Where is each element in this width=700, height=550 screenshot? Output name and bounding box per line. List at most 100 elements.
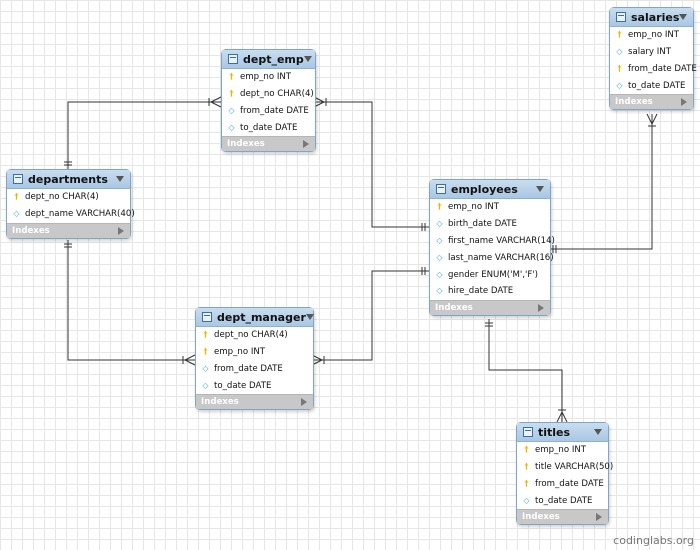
indexes-label: Indexes xyxy=(12,225,50,236)
expand-arrow-icon[interactable] xyxy=(301,398,307,407)
column-label: from_date DATE xyxy=(214,363,283,374)
column-row[interactable]: †from_date DATE xyxy=(610,61,697,78)
table-icon xyxy=(13,174,23,184)
column-label: first_name VARCHAR(14) xyxy=(448,235,555,246)
column-row[interactable]: ◇ from_date DATE xyxy=(196,361,313,378)
column-row[interactable]: ◇salary INT xyxy=(610,44,693,61)
relationship-employees-salaries[interactable] xyxy=(549,113,658,253)
attribute-icon: ◇ xyxy=(616,80,623,90)
column-label: dept_no CHAR(4) xyxy=(240,89,314,100)
attribute-icon: ◇ xyxy=(436,252,443,262)
column-row[interactable]: ◇ gender ENUM('M','F') xyxy=(430,266,550,283)
column-row[interactable]: †from_date DATE xyxy=(517,476,608,493)
table-name: dept_manager xyxy=(217,310,306,324)
collapse-toggle-icon[interactable] xyxy=(594,429,602,435)
column-row[interactable]: ◇ from_date DATE xyxy=(222,103,315,120)
collapse-toggle-icon[interactable] xyxy=(303,56,312,62)
table-name: salaries xyxy=(631,10,680,24)
column-label: from_date DATE xyxy=(240,105,309,116)
column-row[interactable]: †emp_no INT xyxy=(196,344,313,361)
column-row[interactable]: ◇birth_date DATE xyxy=(430,216,550,233)
table-departments[interactable]: departments †dept_no CHAR(4) ◇ dept_name VA… xyxy=(6,169,135,239)
indexes-section[interactable]: Indexes xyxy=(7,222,130,238)
table-name: dept_emp xyxy=(243,52,304,66)
collapse-toggle-icon[interactable] xyxy=(679,14,688,20)
column-label: emp_no INT xyxy=(240,72,292,83)
collapse-toggle-icon[interactable] xyxy=(116,176,124,182)
column-row[interactable]: ◇ to_date DATE xyxy=(610,77,693,94)
table-header[interactable]: dept_manager xyxy=(196,308,314,327)
column-row[interactable]: ◇ last_name VARCHAR(16) xyxy=(430,249,553,266)
column-row[interactable]: ◇first_name VARCHAR(14) xyxy=(430,233,554,250)
table-header[interactable]: salaries xyxy=(610,8,693,27)
collapse-toggle-icon[interactable] xyxy=(536,186,544,192)
relationship-employees-dept-manager[interactable] xyxy=(311,267,429,366)
column-label: emp_no INT xyxy=(628,30,680,41)
column-label: to_date DATE xyxy=(628,80,686,91)
collapse-toggle-icon[interactable] xyxy=(305,314,314,320)
column-row[interactable]: ◇ dept_name VARCHAR(40) xyxy=(7,206,134,223)
column-label: dept_no CHAR(4) xyxy=(214,330,288,341)
attribute-icon: ◇ xyxy=(13,209,20,219)
column-row[interactable]: †dept_no CHAR(4) xyxy=(7,189,130,206)
expand-arrow-icon[interactable] xyxy=(596,513,602,522)
relationship-departments-dept-emp[interactable] xyxy=(64,96,222,169)
column-label: to_date DATE xyxy=(535,495,593,506)
table-employees[interactable]: employees†emp_no INT◇birth_date DATE◇fir… xyxy=(429,179,555,316)
table-name: departments xyxy=(28,172,108,186)
column-row[interactable]: †dept_no CHAR(4) xyxy=(222,86,315,103)
table-name: titles xyxy=(538,425,571,439)
column-row[interactable]: † title VARCHAR(50) xyxy=(517,459,614,476)
column-label: title VARCHAR(50) xyxy=(535,462,614,473)
indexes-section[interactable]: Indexes xyxy=(196,394,313,410)
key-icon: † xyxy=(524,462,529,472)
key-icon: † xyxy=(524,478,529,488)
indexes-section[interactable]: Indexes xyxy=(430,299,550,315)
table-dept-manager[interactable]: dept_manager†dept_no CHAR(4)†emp_no INT◇… xyxy=(195,307,314,411)
indexes-label: Indexes xyxy=(615,97,653,108)
column-row[interactable]: ◇ to_date DATE xyxy=(517,492,608,509)
key-icon: † xyxy=(203,347,208,357)
expand-arrow-icon[interactable] xyxy=(303,140,309,149)
attribute-icon: ◇ xyxy=(228,105,235,115)
attribute-icon: ◇ xyxy=(228,122,235,132)
column-row[interactable]: ◇to_date DATE xyxy=(222,119,315,136)
column-row[interactable]: ◇hire_date DATE xyxy=(430,283,550,300)
column-label: last_name VARCHAR(16) xyxy=(448,252,554,263)
column-label: dept_name VARCHAR(40) xyxy=(25,209,135,220)
attribute-icon: ◇ xyxy=(523,495,530,505)
indexes-section[interactable]: Indexes xyxy=(517,509,608,525)
indexes-section[interactable]: Indexes xyxy=(222,136,315,152)
table-header[interactable]: departments xyxy=(7,170,130,189)
table-name: employees xyxy=(451,182,518,196)
column-row[interactable]: †emp_no INT xyxy=(610,27,693,44)
indexes-section[interactable]: Indexes xyxy=(610,94,693,110)
expand-arrow-icon[interactable] xyxy=(681,98,687,107)
column-row[interactable]: ◇to_date DATE xyxy=(196,377,313,394)
table-header[interactable]: titles xyxy=(517,423,608,442)
table-salaries[interactable]: salaries†emp_no INT◇salary INT†from_date… xyxy=(609,7,697,111)
table-header[interactable]: dept_emp xyxy=(222,50,315,69)
key-icon: † xyxy=(617,63,622,73)
table-titles[interactable]: titles †emp_no INT † title VARCHAR(50) †from… xyxy=(516,422,614,526)
relationship-departments-dept-manager[interactable] xyxy=(64,240,196,366)
table-dept-emp[interactable]: dept_emp †emp_no INT†dept_no CHAR(4) ◇ from… xyxy=(221,49,316,153)
column-row[interactable]: †dept_no CHAR(4) xyxy=(196,327,313,344)
column-row[interactable]: †emp_no INT xyxy=(430,199,550,216)
attribute-icon: ◇ xyxy=(436,269,443,279)
attribute-icon: ◇ xyxy=(436,286,443,296)
relationship-employees-titles[interactable] xyxy=(485,319,568,423)
column-row[interactable]: †emp_no INT xyxy=(517,442,608,459)
table-header[interactable]: employees xyxy=(430,180,550,199)
relationship-employees-dept-emp[interactable] xyxy=(313,96,429,231)
attribute-icon: ◇ xyxy=(202,363,209,373)
column-row[interactable]: †emp_no INT xyxy=(222,69,315,86)
indexes-label: Indexes xyxy=(522,512,560,523)
expand-arrow-icon[interactable] xyxy=(118,226,124,235)
column-label: gender ENUM('M','F') xyxy=(448,269,539,280)
column-label: emp_no INT xyxy=(448,202,500,213)
table-icon xyxy=(228,54,238,64)
expand-arrow-icon[interactable] xyxy=(538,303,544,312)
column-label: to_date DATE xyxy=(214,380,272,391)
